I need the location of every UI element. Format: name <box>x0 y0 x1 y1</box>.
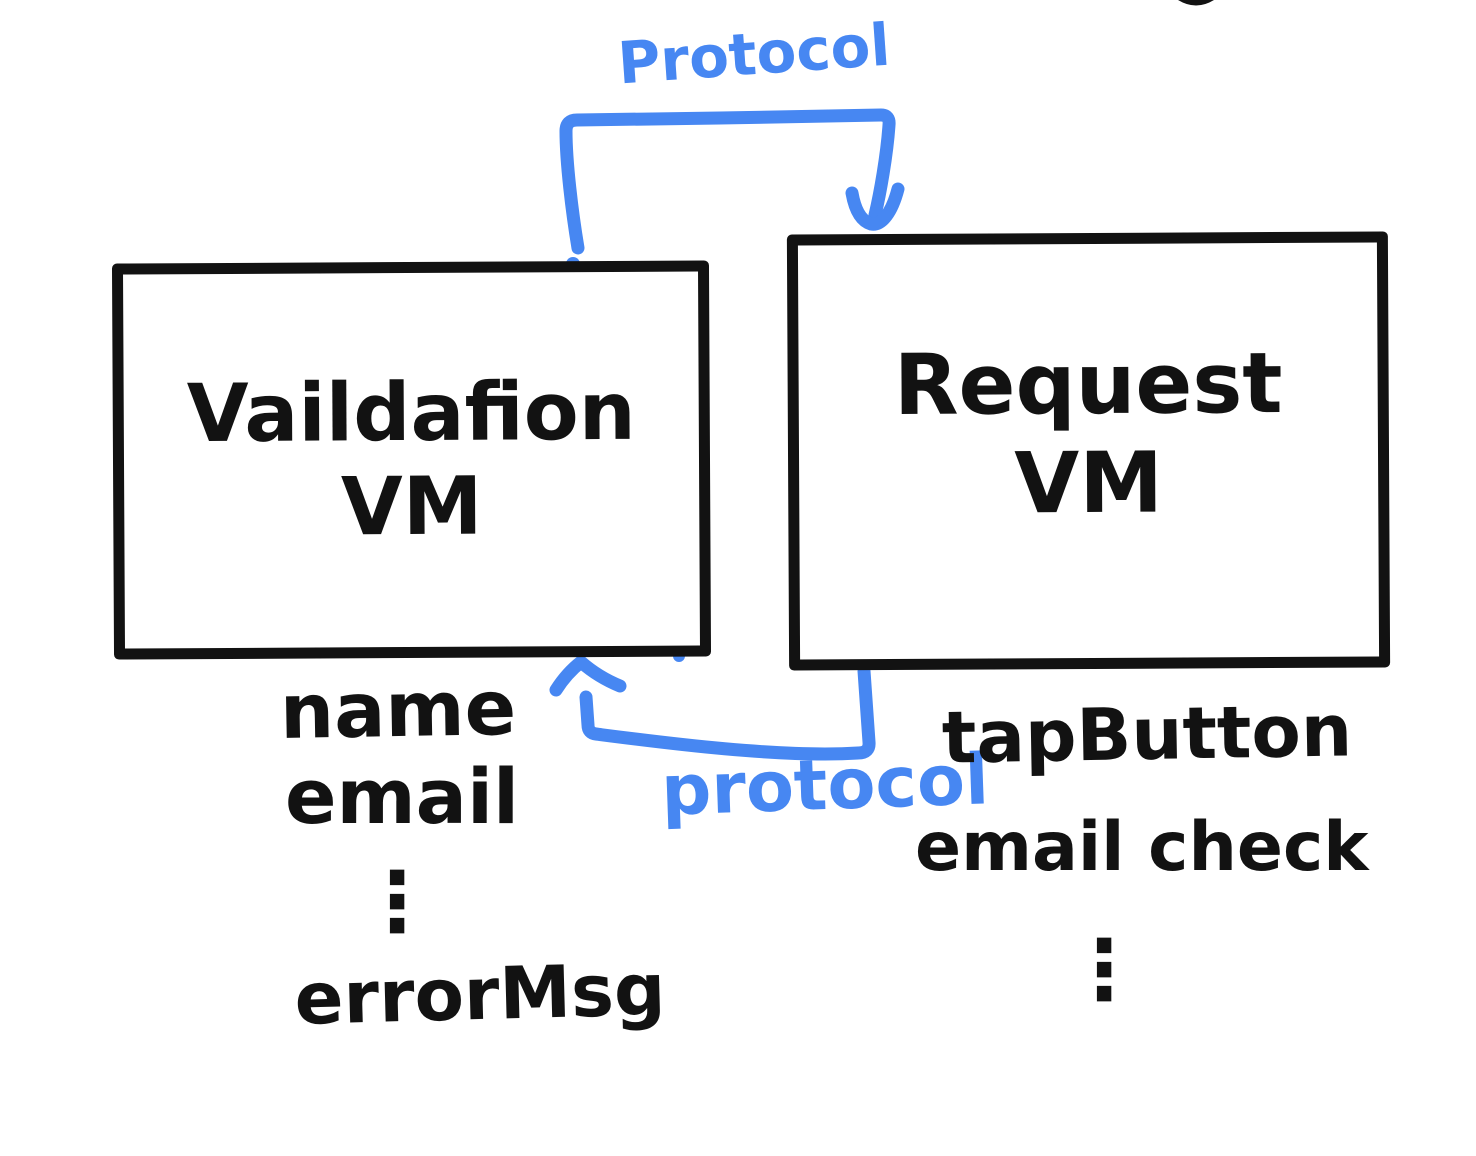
validation-member-errormsg: errorMsg <box>293 947 667 1041</box>
validation-member-name: name <box>279 662 517 757</box>
top-arrowhead-icon <box>845 182 905 231</box>
vertical-ellipsis-icon-left: ⋮ <box>356 855 438 950</box>
request-vm-box: Request VM <box>786 231 1391 671</box>
bottom-protocol-connector-line <box>579 664 876 761</box>
validation-vm-subtitle: VM <box>340 459 483 554</box>
stray-ink-mark <box>1178 0 1214 6</box>
ink-dot-bottom <box>673 650 685 662</box>
validation-vm-box: Vaildafion VM <box>111 260 712 660</box>
request-member-tapbutton: tapButton <box>941 688 1353 780</box>
validation-vm-title: Vaildafion <box>186 364 636 460</box>
bottom-arrowhead-icon <box>549 655 627 697</box>
request-vm-title: Request <box>893 333 1283 434</box>
top-protocol-connector-line <box>559 108 896 255</box>
request-vm-subtitle: VM <box>1014 433 1164 533</box>
validation-member-email: email <box>284 752 520 841</box>
vertical-ellipsis-icon-right: ⋮ <box>1063 923 1145 1018</box>
request-member-emailcheck: email check <box>915 808 1369 887</box>
ink-dot-top <box>566 257 580 271</box>
